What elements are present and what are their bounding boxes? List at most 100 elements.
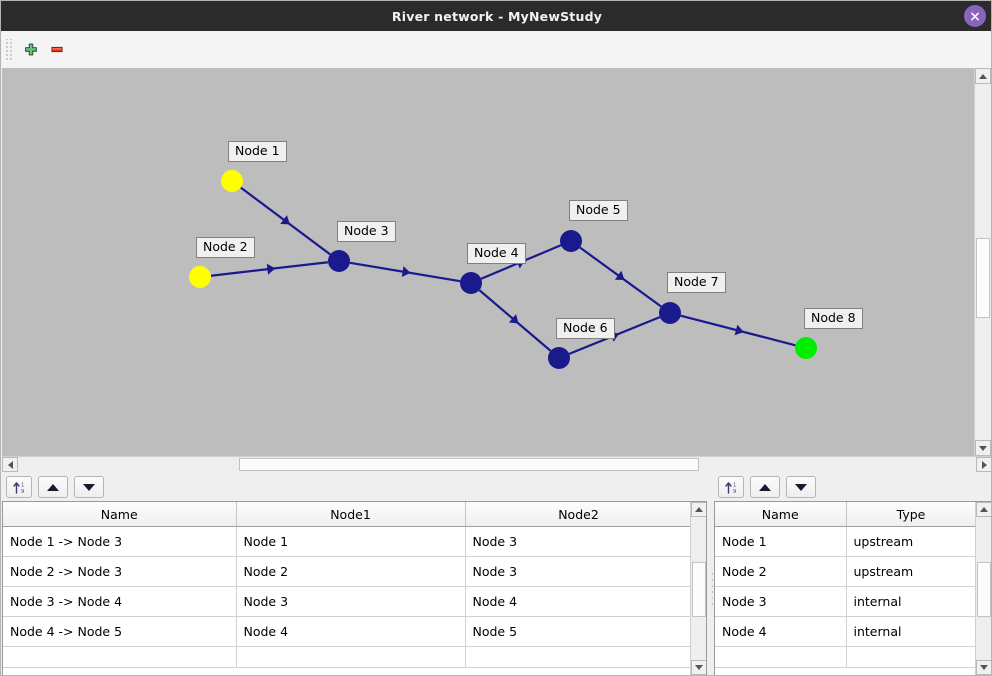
graph-node-label[interactable]: Node 4 bbox=[467, 243, 526, 264]
table-cell-empty[interactable] bbox=[236, 646, 466, 668]
splitter-grip bbox=[709, 570, 713, 607]
scroll-left-icon[interactable] bbox=[2, 457, 18, 472]
sort-ascending-icon[interactable]: 1 9 bbox=[6, 476, 32, 498]
move-up-button[interactable] bbox=[38, 476, 68, 498]
move-up-button[interactable] bbox=[750, 476, 780, 498]
main-toolbar bbox=[2, 31, 991, 69]
table-cell[interactable]: Node 4 -> Node 5 bbox=[3, 616, 237, 647]
sort-ascending-icon[interactable]: 1 9 bbox=[718, 476, 744, 498]
graph-node-label[interactable]: Node 6 bbox=[556, 318, 615, 339]
edge-layer bbox=[210, 186, 796, 355]
table-cell[interactable]: Node 3 bbox=[715, 586, 847, 617]
table-cell[interactable]: Node 4 bbox=[465, 586, 690, 617]
scroll-right-icon[interactable] bbox=[976, 457, 991, 472]
table-cell[interactable]: Node 2 -> Node 3 bbox=[3, 556, 237, 587]
table-cell-empty[interactable] bbox=[846, 646, 975, 668]
graph-node-label[interactable]: Node 5 bbox=[569, 200, 628, 221]
toolbar-drag-handle[interactable] bbox=[5, 38, 14, 61]
nodes-table-scrollbar[interactable] bbox=[975, 502, 991, 675]
table-cell[interactable]: Node 5 bbox=[465, 616, 690, 647]
canvas-vertical-scrollbar[interactable] bbox=[974, 68, 991, 456]
network-graph[interactable] bbox=[2, 68, 992, 456]
table-cell-empty[interactable] bbox=[3, 646, 237, 668]
table-cell[interactable]: upstream bbox=[846, 556, 975, 587]
scroll-up-icon[interactable] bbox=[691, 502, 706, 517]
column-header[interactable]: Type bbox=[846, 502, 975, 527]
reaches-table-scrollbar[interactable] bbox=[690, 502, 706, 675]
table-cell[interactable]: Node 2 bbox=[715, 556, 847, 587]
table-cell[interactable]: Node 1 bbox=[715, 526, 847, 557]
graph-node-label[interactable]: Node 3 bbox=[337, 221, 396, 242]
graph-node[interactable] bbox=[328, 250, 350, 272]
vscroll-thumb[interactable] bbox=[976, 238, 990, 318]
edge-arrow-icon bbox=[401, 266, 411, 278]
column-header[interactable]: Name bbox=[715, 502, 847, 527]
table-cell[interactable]: Node 4 bbox=[715, 616, 847, 647]
table-row-empty[interactable] bbox=[715, 646, 975, 668]
hscroll-thumb[interactable] bbox=[239, 458, 699, 471]
table-cell[interactable]: Node 3 bbox=[465, 526, 690, 557]
graph-node[interactable] bbox=[560, 230, 582, 252]
reaches-scroll-thumb[interactable] bbox=[692, 562, 706, 617]
remove-minus-icon[interactable] bbox=[44, 37, 70, 63]
graph-node-label[interactable]: Node 1 bbox=[228, 141, 287, 162]
table-cell[interactable]: Node 4 bbox=[236, 616, 466, 647]
node-layer bbox=[189, 170, 817, 369]
column-header[interactable]: Node1 bbox=[236, 502, 466, 527]
table-cell[interactable]: Node 3 bbox=[236, 586, 466, 617]
graph-node[interactable] bbox=[795, 337, 817, 359]
nodes-scroll-thumb[interactable] bbox=[977, 562, 991, 617]
graph-node-label[interactable]: Node 8 bbox=[804, 308, 863, 329]
vertical-splitter[interactable] bbox=[707, 501, 715, 675]
scroll-down-icon[interactable] bbox=[976, 660, 991, 675]
table-cell[interactable]: internal bbox=[846, 586, 975, 617]
table-cell[interactable]: Node 2 bbox=[236, 556, 466, 587]
move-down-button[interactable] bbox=[74, 476, 104, 498]
scroll-up-icon[interactable] bbox=[975, 68, 991, 84]
table-cell[interactable]: upstream bbox=[846, 526, 975, 557]
table-row-empty[interactable] bbox=[3, 646, 690, 668]
graph-node[interactable] bbox=[221, 170, 243, 192]
canvas-horizontal-scrollbar[interactable] bbox=[2, 456, 991, 472]
table-cell[interactable]: Node 1 -> Node 3 bbox=[3, 526, 237, 557]
sort-ascending-glyph: 1 9 bbox=[724, 481, 736, 495]
graph-node[interactable] bbox=[460, 272, 482, 294]
table-cell[interactable]: Node 3 -> Node 4 bbox=[3, 586, 237, 617]
graph-node[interactable] bbox=[548, 347, 570, 369]
table-cell[interactable]: Node 1 bbox=[236, 526, 466, 557]
svg-text:1: 1 bbox=[21, 482, 24, 488]
scroll-down-icon[interactable] bbox=[975, 440, 991, 456]
table-cell-empty[interactable] bbox=[715, 646, 847, 668]
graph-node-label[interactable]: Node 7 bbox=[667, 272, 726, 293]
add-plus-icon[interactable] bbox=[18, 37, 44, 63]
arrow-down-icon bbox=[83, 483, 95, 491]
table-cell[interactable]: internal bbox=[846, 616, 975, 647]
table-cell[interactable]: Node 3 bbox=[465, 556, 690, 587]
close-icon[interactable] bbox=[964, 5, 986, 27]
nodes-toolbar: 1 9 bbox=[714, 473, 816, 501]
table-cell-empty[interactable] bbox=[465, 646, 690, 668]
scroll-up-icon[interactable] bbox=[976, 502, 991, 517]
move-down-button[interactable] bbox=[786, 476, 816, 498]
svg-text:9: 9 bbox=[21, 489, 24, 495]
graph-node[interactable] bbox=[189, 266, 211, 288]
scroll-down-icon[interactable] bbox=[691, 660, 706, 675]
column-header[interactable]: Name bbox=[3, 502, 237, 527]
network-diagram-canvas[interactable]: Node 1 Node 2 Node 3 Node 4 Node 5 Node 6 Node… bbox=[2, 68, 992, 456]
graph-node[interactable] bbox=[659, 302, 681, 324]
graph-node-label[interactable]: Node 2 bbox=[196, 237, 255, 258]
column-header[interactable]: Node2 bbox=[465, 502, 690, 527]
